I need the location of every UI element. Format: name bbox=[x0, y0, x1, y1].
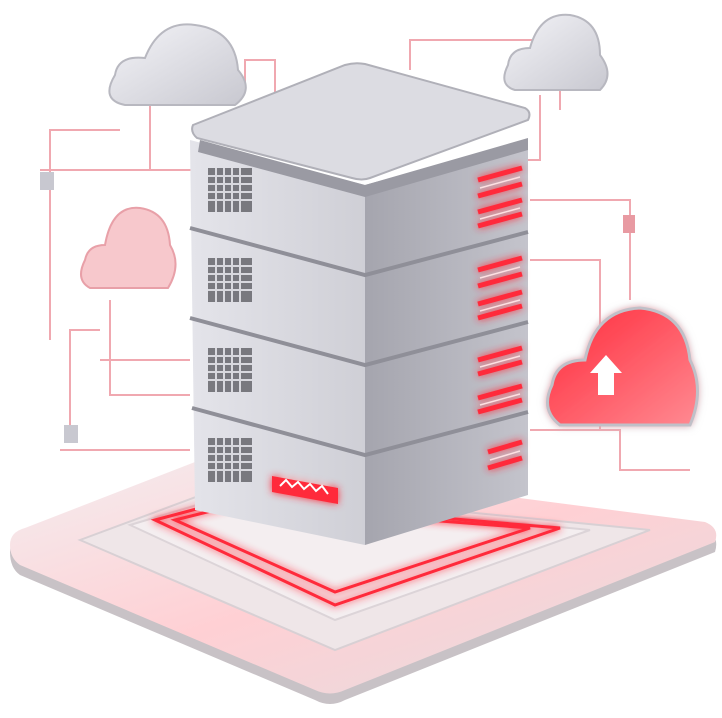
cloud-icon bbox=[80, 206, 177, 289]
server-rack-icon bbox=[189, 62, 531, 545]
connector-node bbox=[623, 215, 635, 233]
connector-node bbox=[40, 172, 54, 190]
upload-arrow-icon bbox=[590, 355, 622, 395]
connector-node bbox=[64, 425, 78, 443]
status-panel bbox=[272, 476, 338, 504]
cloud-icon bbox=[503, 13, 609, 91]
status-lights bbox=[477, 165, 523, 471]
platform-base bbox=[10, 458, 717, 704]
cloud-upload-icon bbox=[546, 306, 699, 427]
network-lines bbox=[40, 39, 690, 471]
cloud-icon bbox=[108, 23, 247, 106]
